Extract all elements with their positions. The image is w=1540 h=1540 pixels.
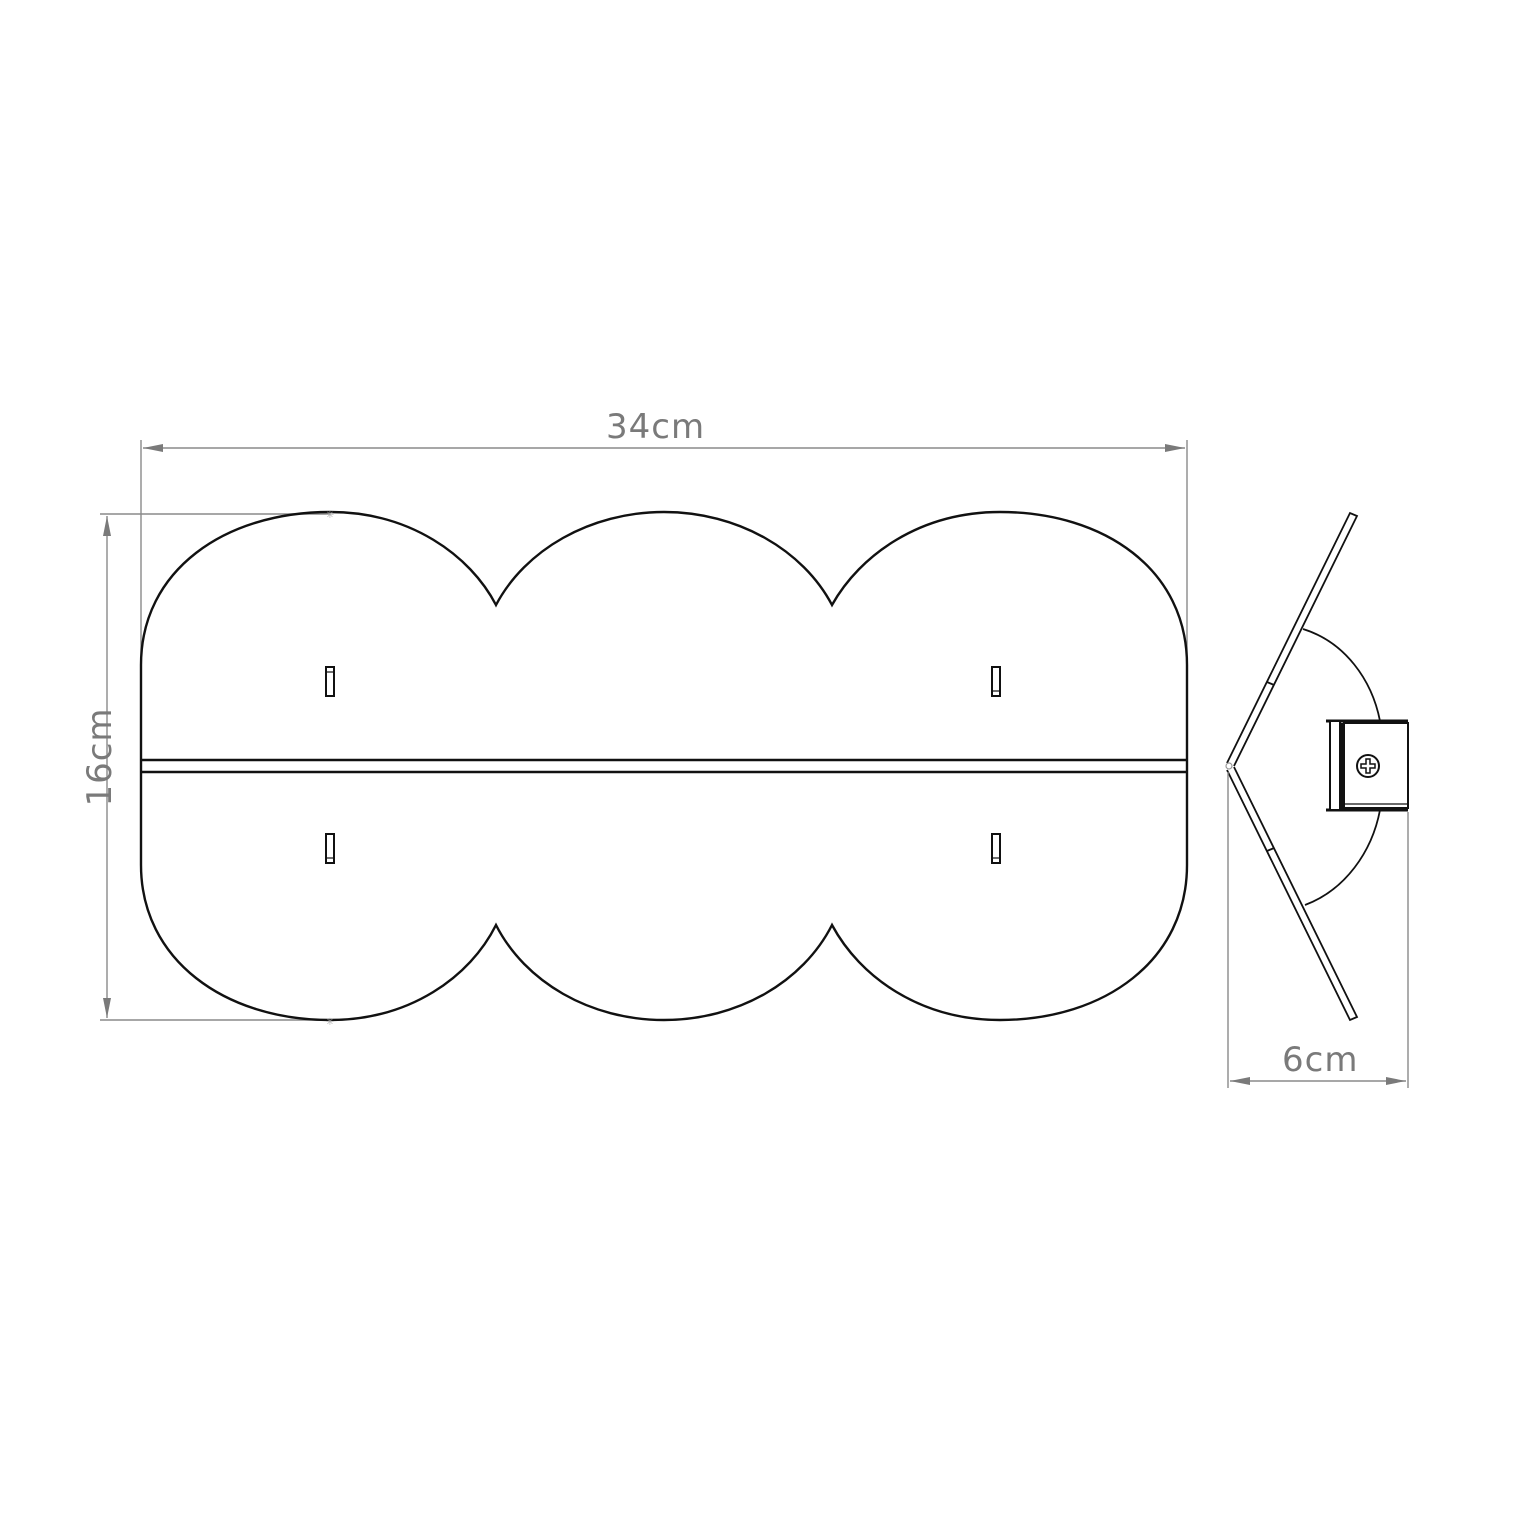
depth-dimension-label: 6cm — [1282, 1040, 1359, 1080]
depth-dimension — [1227, 772, 1409, 1088]
mounting-slot-top-left — [325, 666, 335, 697]
arrow-right-icon — [1165, 444, 1185, 452]
width-dimension-label: 34cm — [606, 407, 706, 447]
hinge-point-icon — [1225, 762, 1233, 770]
arrow-down-icon — [103, 998, 111, 1018]
support-arc-lower — [1304, 809, 1381, 906]
arrow-right-icon — [1386, 1077, 1406, 1085]
arrow-up-icon — [103, 516, 111, 536]
shelf-outline-top — [139, 510, 1189, 760]
height-dimension — [100, 513, 330, 1021]
height-dimension-label: 16cm — [80, 707, 120, 807]
mounting-slot-bottom-right — [991, 833, 1001, 864]
arrow-left-icon — [1230, 1077, 1250, 1085]
support-arc-upper — [1302, 628, 1381, 722]
phillips-screw-icon — [1356, 754, 1380, 778]
mounting-slot-top-right — [991, 666, 1001, 697]
side-arm-lower — [1226, 766, 1359, 1022]
center-mark-bottom-icon: ✳ — [326, 1017, 334, 1028]
width-dimension — [140, 440, 1188, 665]
mounting-slot-bottom-left — [325, 833, 335, 864]
side-arm-upper — [1226, 511, 1359, 767]
front-view: ✳ ✳ — [139, 510, 1189, 1028]
center-mark-top-icon: ✳ — [326, 510, 334, 521]
side-view — [1225, 511, 1409, 1022]
shelf-outline-bottom — [139, 760, 1189, 1022]
arrow-left-icon — [143, 444, 163, 452]
